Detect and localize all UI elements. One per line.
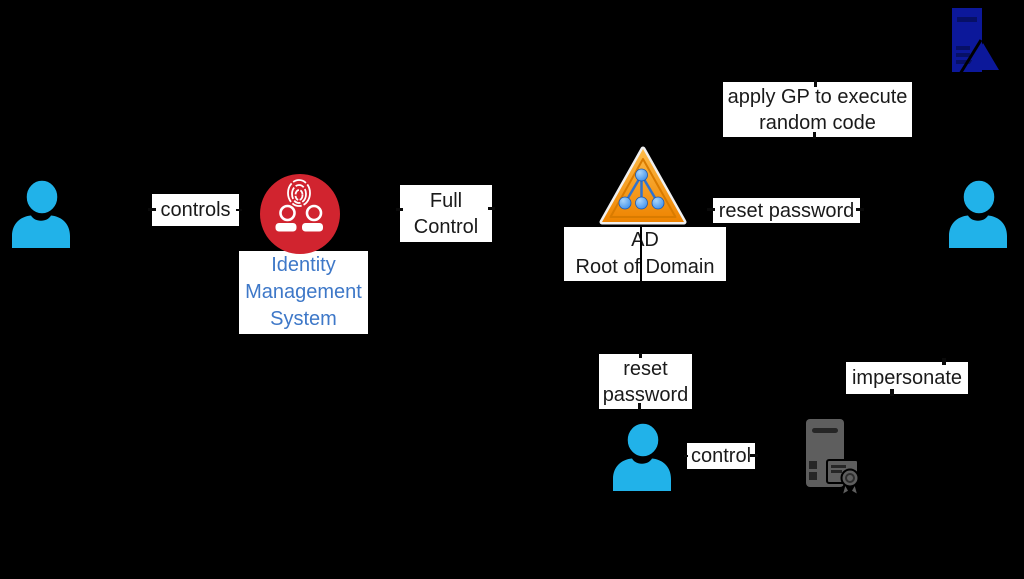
connector-mark [488,207,495,210]
edge-label-controls: controls [152,194,239,226]
connector-mark [236,209,242,211]
server-certificate-icon [802,415,864,497]
person-icon [947,180,1009,248]
fingerprint-circle-icon [259,173,341,255]
connector-mark [707,208,715,211]
connector-mark [148,208,156,211]
node-group-policy-object [948,6,1002,76]
connector-mark [890,389,894,396]
ims-label: Identity Management System [239,251,368,334]
connector-mark [814,80,817,87]
ad-label: AD Root of Domain [564,227,726,281]
node-user-left [10,180,72,248]
edge-label-reset-password-right: reset password [713,198,860,223]
edge-label-control: control [687,443,755,469]
connector-mark [750,454,758,457]
ad-triangle-icon [598,146,688,228]
edge-label-full-control: Full Control [400,185,492,242]
connector-mark [638,403,641,410]
connector-mark [856,208,864,211]
person-icon [10,180,72,248]
connector-mark [942,358,946,365]
gpo-document-icon [948,6,1002,76]
connector-mark [813,132,816,139]
edge-line-ad-down [640,222,642,424]
node-server-certificate [802,415,864,497]
node-identity-management-system [259,173,341,255]
connector-mark [396,208,403,211]
node-user-bottom [611,423,673,491]
edge-label-apply-gp: apply GP to execute random code [723,82,912,137]
person-icon [611,423,673,491]
node-user-right [947,180,1009,248]
connector-mark [684,455,688,457]
node-ad-root-of-domain [598,146,688,228]
connector-mark [639,353,642,358]
edge-label-reset-password-down: reset password [599,354,692,409]
edge-label-impersonate: impersonate [846,362,968,394]
